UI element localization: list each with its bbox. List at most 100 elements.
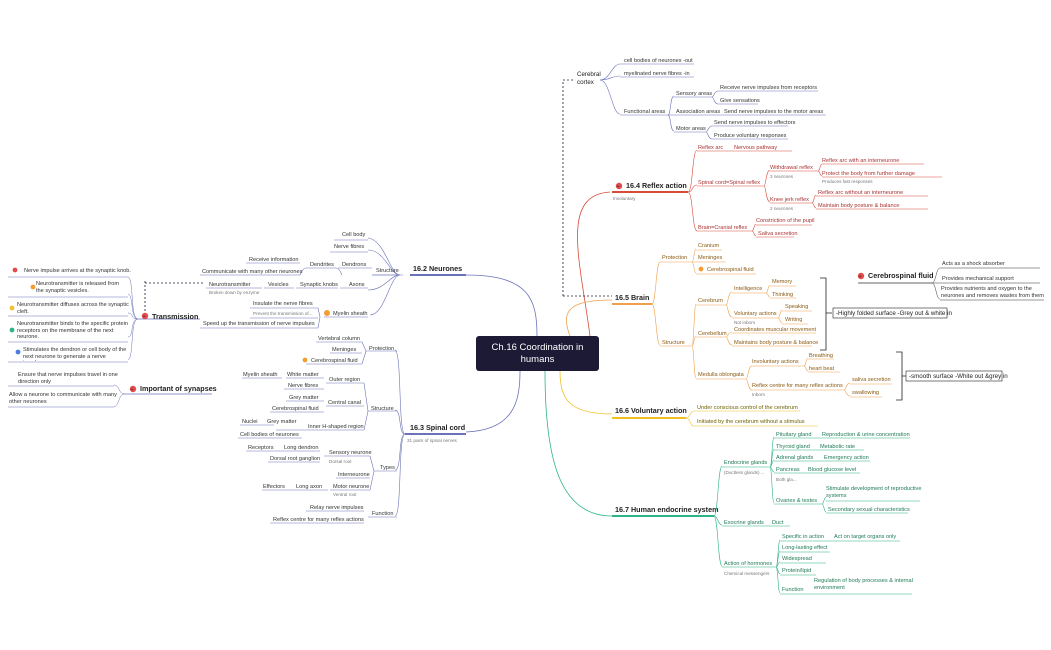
- step-5[interactable]: Stimulates the dendron or cell body of t…: [23, 347, 127, 361]
- withdrawal[interactable]: Withdrawal reflex: [770, 165, 813, 171]
- spinal-nerve-fibres[interactable]: Nerve fibres: [288, 383, 318, 389]
- pituitary[interactable]: Pituitary gland: [776, 432, 811, 438]
- intelligence[interactable]: Intelligence: [734, 286, 762, 292]
- widespread[interactable]: Widespread: [782, 556, 812, 562]
- receptors[interactable]: Receptors: [248, 445, 274, 451]
- spinal-csf[interactable]: Cerebrospinal fluid: [311, 358, 358, 364]
- grey-matter-1[interactable]: Grey matter: [289, 395, 319, 401]
- breathing[interactable]: Breathing: [809, 353, 833, 359]
- myelin-sheath[interactable]: Myelin sheath: [333, 311, 368, 317]
- exocrine[interactable]: Exocrine glands: [724, 520, 764, 526]
- cc-cell-bodies[interactable]: cell bodies of neurones -out: [624, 58, 693, 64]
- cerebellum[interactable]: Cerebellum: [698, 331, 727, 337]
- neurones-title[interactable]: 16.2 Neurones: [413, 264, 462, 273]
- nuclei[interactable]: Nuclei: [242, 419, 258, 425]
- brain-structure[interactable]: Structure: [662, 340, 685, 346]
- medulla-note[interactable]: -smooth surface -White out &grey in: [909, 373, 1008, 380]
- thyroid[interactable]: Thyroid gland: [776, 444, 810, 450]
- relay[interactable]: Relay nerve impulses: [310, 505, 364, 511]
- speed-up[interactable]: Speed up the transmission of nerve impul…: [203, 321, 315, 327]
- pupil[interactable]: Constriction of the pupil: [756, 218, 814, 224]
- maintains[interactable]: Maintains body posture & balance: [734, 340, 818, 346]
- sensory-neurone[interactable]: Sensory neurone: [329, 450, 372, 456]
- send-to-motor[interactable]: Send nerve impulses to the motor areas: [724, 109, 823, 115]
- spinal-protection[interactable]: Protection: [369, 346, 394, 352]
- under-control[interactable]: Under conscious control of the cerebrum: [697, 405, 798, 411]
- initiated[interactable]: Initiated by the cerebrum without a stim…: [697, 419, 805, 425]
- reflex-title[interactable]: 16.4 Reflex action: [626, 181, 687, 190]
- association-areas[interactable]: Association areas: [676, 109, 720, 115]
- effectors[interactable]: Effectors: [263, 484, 285, 490]
- csf-floating-topic[interactable]: + Cerebrospinal fluid Acts as a shock ab…: [857, 261, 1049, 301]
- types[interactable]: Types: [380, 465, 395, 471]
- pancreas-fn[interactable]: Blood glucose level: [808, 467, 856, 473]
- long-dendron[interactable]: Long dendron: [284, 445, 319, 451]
- csf-point-2[interactable]: Provides mechanical support: [942, 276, 1014, 282]
- motor-neurone[interactable]: Motor neurone: [333, 484, 369, 490]
- receive-information[interactable]: Receive information: [249, 257, 298, 263]
- cell-body[interactable]: Cell body: [342, 232, 366, 238]
- long-axon[interactable]: Long axon: [296, 484, 322, 490]
- thinking[interactable]: Thinking: [772, 292, 793, 298]
- synapse-point-2[interactable]: Allow a neurone to communicate with many…: [9, 392, 117, 405]
- motor-areas[interactable]: Motor areas: [676, 126, 706, 132]
- protect[interactable]: Protect the body from further damage: [822, 171, 915, 177]
- transmission-branch[interactable]: + Transmission Nerve impulse arrives at …: [8, 267, 200, 363]
- nerve-fibres[interactable]: Nerve fibres: [334, 244, 364, 250]
- spinal-meninges[interactable]: Meninges: [332, 347, 356, 353]
- dendrites[interactable]: Dendrites: [310, 262, 334, 268]
- maintain-posture[interactable]: Maintain body posture & balance: [818, 203, 899, 209]
- brain-saliva[interactable]: saliva secretion: [852, 377, 891, 383]
- functional-areas[interactable]: Functional areas: [624, 109, 666, 115]
- vesicles[interactable]: Vesicles: [268, 282, 289, 288]
- endocrine-title[interactable]: 16.7 Human endocrine system: [615, 505, 718, 514]
- adrenal-fn[interactable]: Emergency action: [824, 455, 869, 461]
- reflex-saliva[interactable]: Saliva secretion: [758, 231, 798, 237]
- reflex-centre[interactable]: Reflex centre for many reflex actions: [273, 517, 364, 523]
- csf-point-3[interactable]: Provides nutrients and oxygen to the neu…: [941, 286, 1044, 299]
- adrenal[interactable]: Adrenal glands: [776, 455, 814, 461]
- synapses-branch[interactable]: + Important of synapses Ensure that nerv…: [8, 372, 217, 408]
- dendrons[interactable]: Dendrons: [342, 262, 366, 268]
- prevent[interactable]: Prevent the transmission of...: [253, 311, 313, 316]
- white-matter[interactable]: White matter: [287, 372, 319, 378]
- protein-lipid[interactable]: Protein/lipid: [782, 568, 811, 574]
- cerebrum-note[interactable]: -Highly folded surface -Grey out & white…: [836, 310, 952, 317]
- medulla[interactable]: Medulla oblongata: [698, 372, 745, 378]
- csf-point-1[interactable]: Acts as a shock absorber: [942, 261, 1005, 267]
- without-interneurone[interactable]: Reflex arc without an interneurone: [818, 190, 903, 196]
- cerebral-cortex-branch[interactable]: Cerebral cortex cell bodies of neurones …: [577, 58, 826, 140]
- step-2[interactable]: Neurotransmitter is released from the sy…: [36, 281, 120, 294]
- speaking[interactable]: Speaking: [785, 304, 808, 310]
- target-organs[interactable]: Act on target organs only: [834, 534, 896, 540]
- drg[interactable]: Dorsal root ganglion: [270, 456, 320, 462]
- endocrine-function[interactable]: Function: [782, 587, 803, 593]
- synapses-title[interactable]: Important of synapses: [140, 384, 217, 393]
- pituitary-fn[interactable]: Reproduction & urine concentration: [822, 432, 910, 438]
- grey-matter-2[interactable]: Grey matter: [267, 419, 297, 425]
- voluntary-actions[interactable]: Voluntary actions: [734, 311, 777, 317]
- action-hormones[interactable]: Action of hormones: [724, 561, 772, 567]
- step-1[interactable]: Nerve impulse arrives at the synaptic kn…: [24, 268, 131, 274]
- endocrine-branch[interactable]: 16.7 Human endocrine system Endocrine gl…: [612, 432, 926, 595]
- nervous-pathway[interactable]: Nervous pathway: [734, 145, 777, 151]
- interneurone[interactable]: Interneurone: [338, 472, 370, 478]
- spinal-cord-branch[interactable]: 16.3 Spinal cord 31 pairs of spinal nerv…: [238, 336, 466, 524]
- ovaries[interactable]: Ovaries & testes: [776, 498, 817, 504]
- pancreas[interactable]: Pancreas: [776, 467, 800, 473]
- voluntary-title[interactable]: 16.6 Voluntary action: [615, 406, 687, 415]
- brain-reflex-centre[interactable]: Reflex centre for many reflex actions: [752, 383, 843, 389]
- long-lasting[interactable]: Long-lasting effect: [782, 545, 828, 551]
- specific[interactable]: Specific in action: [782, 534, 824, 540]
- csf-box-title[interactable]: Cerebrospinal fluid: [868, 271, 934, 280]
- sensory-areas[interactable]: Sensory areas: [676, 91, 712, 97]
- step-3[interactable]: Neurotransmitter diffuses across the syn…: [17, 302, 129, 315]
- communicate[interactable]: Communicate with many other neurones: [202, 269, 303, 275]
- brain-csf[interactable]: Cerebrospinal fluid: [707, 267, 754, 273]
- brain-protection[interactable]: Protection: [662, 255, 687, 261]
- outer-region[interactable]: Outer region: [329, 377, 360, 383]
- neurones-branch[interactable]: 16.2 Neurones Cell b: [200, 232, 466, 329]
- produce-voluntary[interactable]: Produce voluntary responses: [714, 133, 787, 139]
- thyroid-fn[interactable]: Metabolic rate: [820, 444, 855, 450]
- reflex-arc[interactable]: Reflex arc: [698, 145, 723, 151]
